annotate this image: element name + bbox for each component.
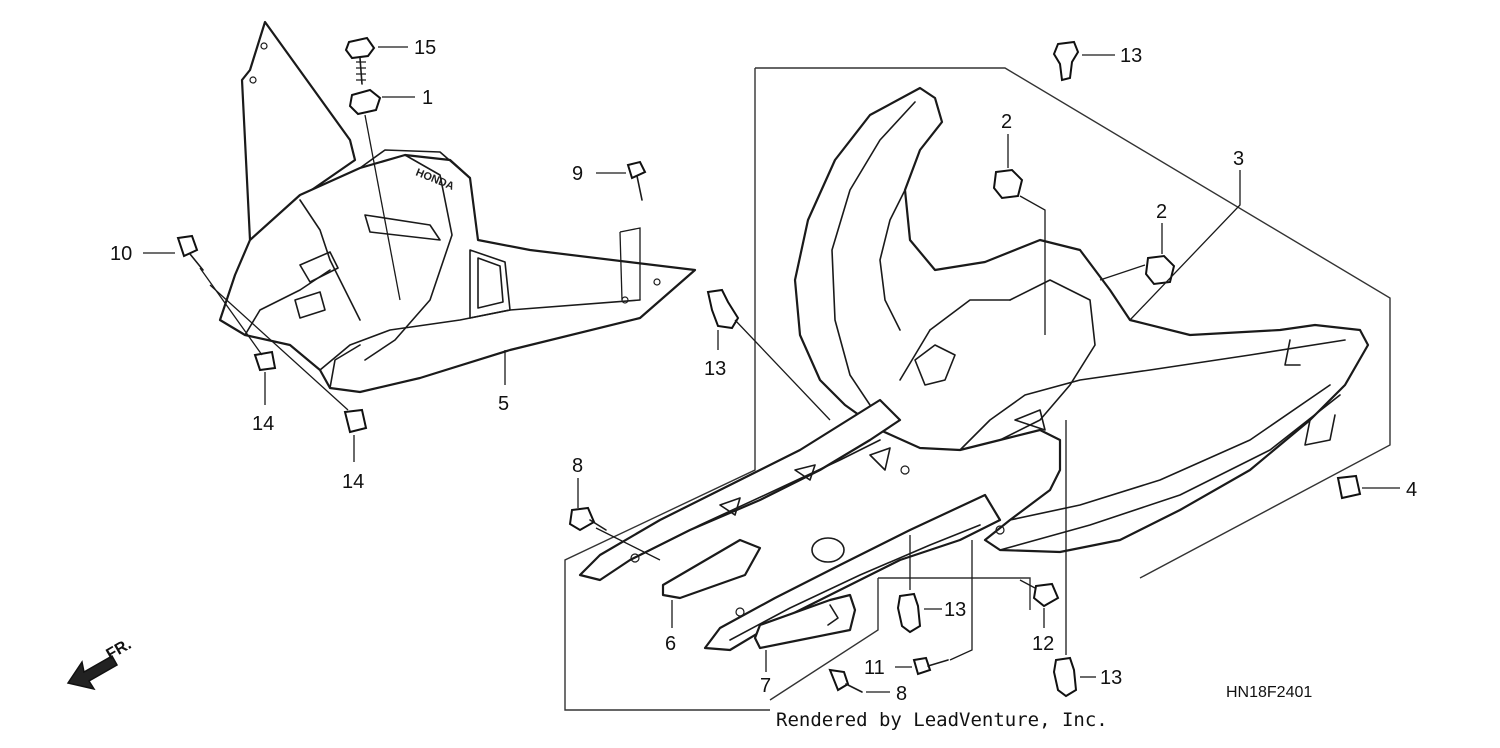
- assembly-frame: [564, 67, 1391, 711]
- front-direction-indicator: FR.: [66, 636, 134, 691]
- callout-2-upper: 2: [1001, 111, 1012, 133]
- callout-8-upper: 8: [572, 455, 583, 477]
- lower-shield-part-7: [753, 593, 857, 650]
- callout-14-left: 14: [252, 413, 274, 435]
- callout-14-right: 14: [342, 471, 364, 493]
- callout-13-bottom: 13: [1100, 667, 1122, 689]
- rear-fender-part-3: [578, 86, 1370, 652]
- hardware: [176, 36, 1362, 698]
- callout-5: 5: [498, 393, 509, 415]
- callout-6: 6: [665, 633, 676, 655]
- callout-4: 4: [1406, 479, 1417, 501]
- callout-13-left: 13: [704, 358, 726, 380]
- callout-13-center: 13: [944, 599, 966, 621]
- callout-15: 15: [414, 37, 436, 59]
- callout-9: 9: [572, 163, 583, 185]
- callout-1: 1: [422, 87, 433, 109]
- callout-2-lower: 2: [1156, 201, 1167, 223]
- callout-11: 11: [864, 657, 885, 679]
- render-credit: Rendered by LeadVenture, Inc.: [776, 709, 1108, 731]
- callout-13-top: 13: [1120, 45, 1142, 67]
- callout-numbers: 15 1 13 9 10 14 14 5 2 2 3 4 13 8 13 6 1…: [110, 37, 1417, 705]
- callout-10: 10: [110, 243, 132, 265]
- front-arrow-icon: [66, 654, 119, 691]
- diagram-code: HN18F2401: [1226, 684, 1312, 701]
- callout-12: 12: [1032, 633, 1054, 655]
- front-cover-part-5: HONDA: [218, 20, 697, 394]
- leader-lines: [143, 46, 1400, 693]
- callout-7: 7: [760, 675, 771, 697]
- callout-3: 3: [1233, 148, 1244, 170]
- heat-shield-part-6: [661, 538, 762, 600]
- callout-8-lower: 8: [896, 683, 907, 705]
